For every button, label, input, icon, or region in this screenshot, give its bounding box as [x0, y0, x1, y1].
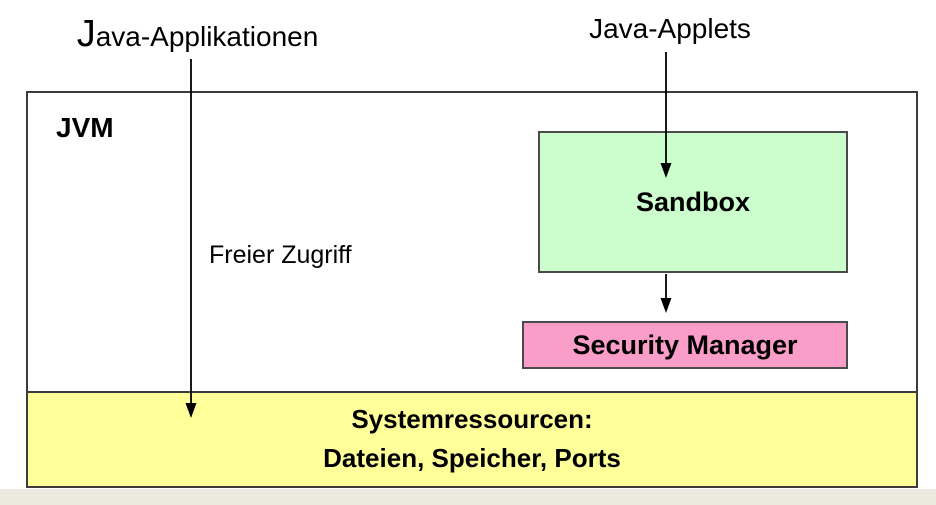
- systemressourcen-title: Systemressourcen:: [351, 404, 593, 434]
- sandbox-box: Sandbox: [538, 131, 848, 273]
- security-manager-box: Security Manager: [522, 321, 848, 369]
- java-applikationen-label: Java-Applikationen: [76, 13, 319, 55]
- jvm-label: JVM: [56, 112, 114, 143]
- security-manager-label: Security Manager: [572, 329, 798, 360]
- systemressourcen-items: Dateien, Speicher, Ports: [323, 443, 621, 473]
- systemressourcen-box: Systemressourcen: Dateien, Speicher, Por…: [26, 391, 918, 488]
- java-applets-label: Java-Applets: [589, 13, 751, 44]
- page-bottom-strip: [0, 489, 936, 505]
- sandbox-label: Sandbox: [635, 186, 750, 217]
- freier-zugriff-label: Freier Zugriff: [209, 241, 352, 269]
